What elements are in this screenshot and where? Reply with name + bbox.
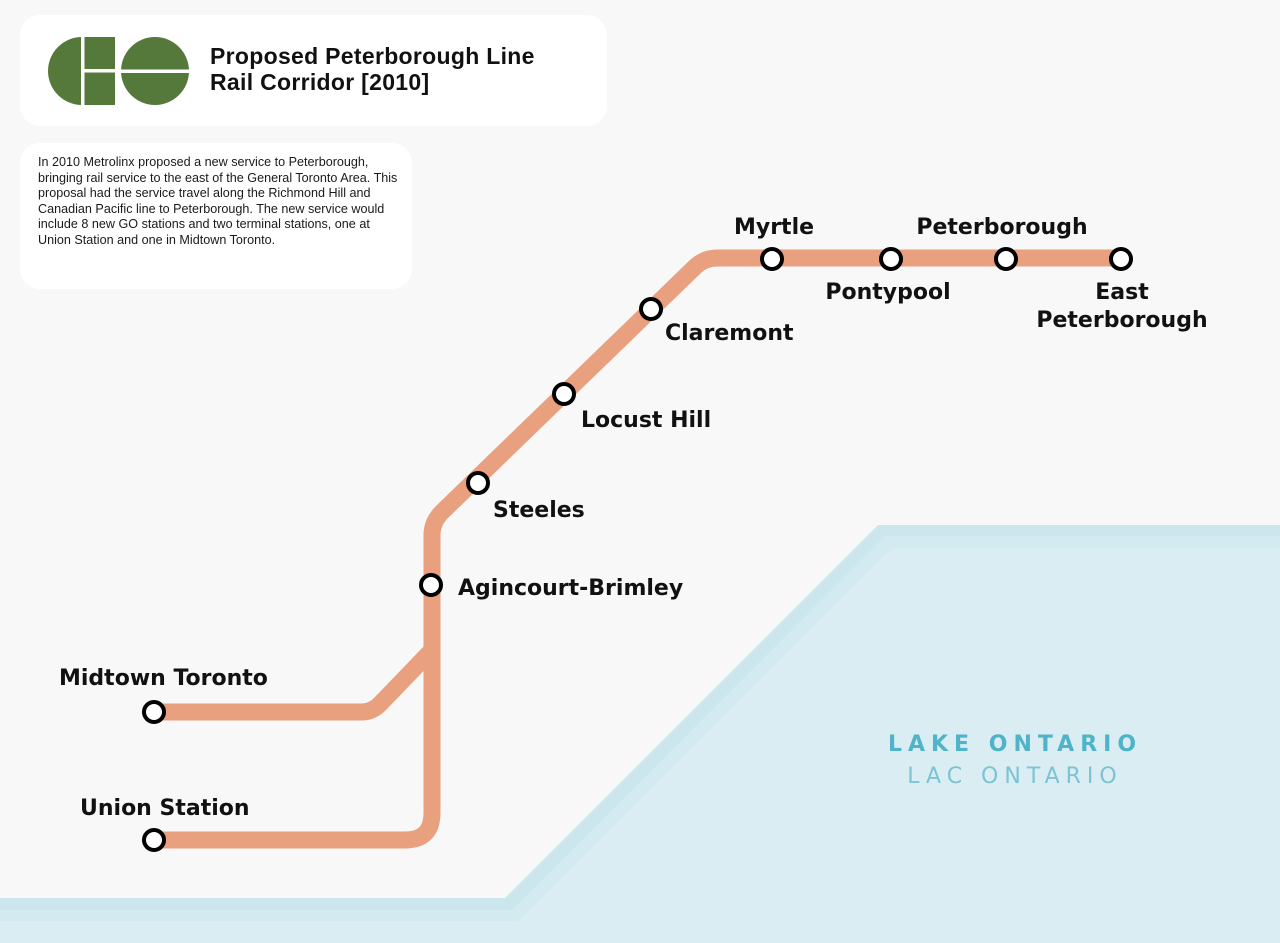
go-logo [48,35,192,107]
main-line [144,249,1131,849]
station-pontypool[interactable] [879,247,903,271]
label-east-peterborough-2: Peterborough [1036,308,1207,333]
title-line-2: Rail Corridor [2010] [210,69,430,95]
lake-ontario-area [0,525,1280,943]
station-locust-hill[interactable] [552,382,576,406]
station-agincourt[interactable] [419,573,443,597]
label-agincourt: Agincourt-Brimley [458,576,683,601]
label-union: Union Station [80,796,250,821]
label-pontypool: Pontypool [825,280,950,305]
station-claremont[interactable] [639,297,663,321]
station-midtown[interactable] [142,700,166,724]
label-myrtle: Myrtle [734,215,814,240]
stations [142,247,1133,852]
label-peterborough: Peterborough [916,215,1087,240]
title-card: Proposed Peterborough Line Rail Corridor… [20,15,607,126]
description-text: In 2010 Metrolinx proposed a new service… [38,155,398,247]
lake-label-fr: LAC ONTARIO [907,764,1122,789]
midtown-branch [144,641,441,721]
station-east-peterborough[interactable] [1109,247,1133,271]
title-line-1: Proposed Peterborough Line [210,43,535,69]
label-locust-hill: Locust Hill [581,408,711,433]
label-claremont: Claremont [665,321,794,346]
page-title: Proposed Peterborough Line Rail Corridor… [210,43,535,95]
label-east-peterborough-1: East [1095,280,1149,305]
station-peterborough[interactable] [994,247,1018,271]
station-steeles[interactable] [466,471,490,495]
station-labels: Union Station Midtown Toronto Agincourt-… [59,215,1208,821]
label-midtown: Midtown Toronto [59,666,268,691]
label-steeles: Steeles [493,498,585,523]
station-myrtle[interactable] [760,247,784,271]
rail-line [144,249,1131,849]
lake-label-en: LAKE ONTARIO [888,732,1142,757]
station-union[interactable] [142,828,166,852]
description-card: In 2010 Metrolinx proposed a new service… [20,143,412,289]
